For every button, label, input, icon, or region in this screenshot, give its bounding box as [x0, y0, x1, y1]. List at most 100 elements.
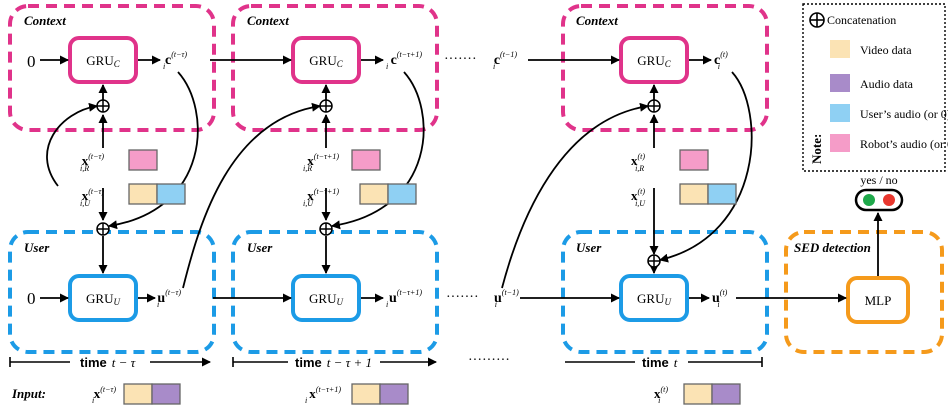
concat-symbols: [96, 99, 661, 268]
gru-subscript: U: [664, 297, 671, 307]
context-gru-box: [619, 36, 689, 84]
user-state-label-1: u(t−τ)i: [157, 288, 181, 309]
legend-swatch: [830, 104, 850, 122]
user-panel-3: [561, 230, 769, 354]
legend-label: Audio data: [860, 77, 914, 91]
context-panel-2: [231, 4, 439, 132]
user-gru-3: GRUU: [619, 274, 689, 322]
svg-text:GRUC: GRUC: [86, 53, 120, 69]
legend-swatch: [830, 74, 850, 92]
svg-text:x(t−τ+1)i,R: x(t−τ+1)i,R: [303, 152, 339, 173]
audio-block: [151, 383, 181, 405]
user-panel-1: [8, 230, 216, 354]
legend-item-audio: Audio data: [830, 74, 914, 92]
user-audio-block: [387, 183, 417, 205]
gru-subscript: C: [114, 59, 121, 69]
mlp-node: MLP: [846, 276, 910, 324]
user-gru-box: [291, 274, 361, 322]
context-gru-nodes: GRUC GRUC GRUC: [68, 36, 689, 84]
sed-panel: [784, 230, 944, 354]
yes-light: [863, 194, 875, 206]
audio-block: [711, 383, 741, 405]
user-input-labels: x(t−τ)i,U x(t−τ+1)i,U x(t)i,U: [80, 187, 646, 208]
legend-item-concatenation: Concatenation: [809, 12, 896, 28]
user-gru-nodes: GRUU GRUU GRUU: [68, 274, 689, 322]
user-gru-box: [619, 274, 689, 322]
context-gru-2: GRUC: [291, 36, 361, 84]
legend-label: Concatenation: [827, 13, 896, 27]
video-block: [359, 183, 389, 205]
context-gru-3: GRUC: [619, 36, 689, 84]
robot-audio-block: [128, 149, 158, 171]
gru-label: GRU: [86, 53, 114, 68]
context-title-2: Context: [247, 13, 289, 28]
robot-input-labels: x(t−τ)i,R x(t−τ+1)i,R x(t)i,R: [80, 152, 645, 173]
time-axis: [9, 357, 763, 367]
concat-icon: [319, 222, 333, 236]
data-blocks: [123, 149, 741, 405]
concat-icon: [96, 99, 110, 113]
legend: Note: Concatenation Video data Audio dat…: [802, 3, 948, 172]
svg-text:x(t−τ)i,U: x(t−τ)i,U: [80, 187, 104, 208]
legend-swatch: [830, 134, 850, 152]
svg-text:x(t)i,U: x(t)i,U: [631, 187, 646, 208]
audio-block: [379, 383, 409, 405]
gru-label: GRU: [309, 291, 337, 306]
input-x-2: x(t−τ+1)i: [305, 385, 341, 405]
legend-item-user-audio: User’s audio (or 0): [830, 104, 948, 122]
ellipses: ······· ······· ·········: [444, 52, 510, 368]
svg-text:GRUU: GRUU: [309, 291, 343, 307]
gru-subscript: C: [665, 59, 672, 69]
svg-text:x(t−τ)i,R: x(t−τ)i,R: [80, 152, 104, 173]
context-state-label-3: c(t)i: [714, 50, 728, 71]
legend-swatch: [830, 40, 850, 58]
user-state-label-2: u(t−τ+1)i: [386, 288, 422, 309]
gru-label: GRU: [637, 53, 665, 68]
svg-text:GRUU: GRUU: [637, 291, 671, 307]
sed-title: SED detection: [794, 240, 871, 255]
context-gru-box: [68, 36, 138, 84]
robot-audio-block: [679, 149, 709, 171]
video-block: [683, 383, 713, 405]
state-labels: c(t−τ)i c(t−τ+1)i c(t−1)i c(t)i u(t−τ)i …: [157, 50, 728, 309]
concat-icon: [96, 222, 110, 236]
video-block: [128, 183, 158, 205]
video-block: [123, 383, 153, 405]
mlp-label: MLP: [865, 293, 892, 308]
svg-text:GRUC: GRUC: [637, 53, 671, 69]
context-ellipsis: ·······: [444, 52, 477, 67]
context-state-label-1: c(t−τ)i: [163, 50, 187, 71]
legend-note: Note:: [809, 134, 824, 164]
user-title-2: User: [247, 240, 273, 255]
panels: [8, 4, 944, 354]
panel-titles: Context Context Context User User User S…: [24, 13, 871, 255]
legend-label: Video data: [860, 43, 912, 57]
gru-subscript: U: [113, 297, 120, 307]
user-initial-zero: 0: [27, 289, 36, 308]
input-label: Input:: [11, 386, 46, 401]
user-ellipsis: ·······: [446, 290, 479, 305]
vertical-arrows: [46, 71, 753, 289]
video-block: [679, 183, 709, 205]
user-title-3: User: [576, 240, 602, 255]
svg-text:x(t−τ+1)i,U: x(t−τ+1)i,U: [303, 187, 339, 208]
context-title-3: Context: [576, 13, 618, 28]
context-initial-zero: 0: [27, 52, 36, 71]
context-panel-1: [8, 4, 216, 132]
context-state-label-bridge: c(t−1)i: [493, 50, 517, 71]
user-state-label-bridge: u(t−1)i: [494, 288, 519, 309]
user-panel-2: [231, 230, 439, 354]
user-state-label-3: u(t)i: [712, 288, 728, 309]
gru-label: GRU: [86, 291, 114, 306]
svg-text:GRUC: GRUC: [309, 53, 343, 69]
concat-icon: [809, 12, 825, 28]
legend-label: User’s audio (or 0): [860, 107, 948, 121]
legend-label: Robot’s audio (or 0): [860, 137, 948, 151]
horizontal-arrows: [40, 55, 883, 303]
user-gru-2: GRUU: [291, 274, 361, 322]
context-title-1: Context: [24, 13, 66, 28]
user-title-1: User: [24, 240, 50, 255]
robot-audio-block: [351, 149, 381, 171]
context-gru-1: GRUC: [68, 36, 138, 84]
